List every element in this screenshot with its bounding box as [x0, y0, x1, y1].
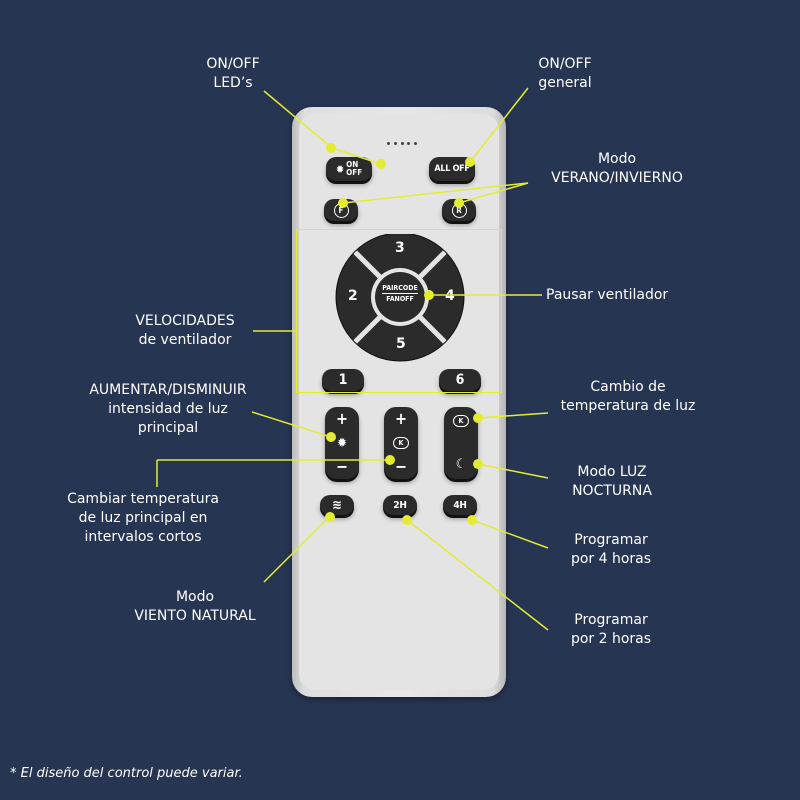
footnote: * El diseño del control puede variar.	[10, 766, 243, 781]
color-temp-icon: K	[393, 437, 409, 449]
status-led-dots	[387, 142, 417, 146]
callout-general-onoff: ON/OFF general	[538, 56, 592, 91]
callout-timer4: Programar por 4 horas	[570, 532, 652, 567]
cycle-f-icon: F	[333, 202, 349, 218]
speed-3-button[interactable]: 3	[395, 240, 405, 256]
light-mode-rocker[interactable]: K ☾	[444, 407, 478, 479]
brightness-minus: −	[335, 457, 349, 476]
callout-brightness: AUMENTAR/DISMINUIR intensidad de luz pri…	[89, 382, 247, 436]
callout-speeds: VELOCIDADES de ventilador	[135, 313, 235, 348]
wind-icon: ≋	[332, 497, 342, 513]
speed-5-button[interactable]: 5	[396, 336, 406, 352]
speed-6-button[interactable]: 6	[439, 369, 481, 391]
f-label: F	[338, 205, 344, 215]
k-label-1: K	[398, 439, 404, 447]
temp-minus: −	[394, 457, 408, 476]
callout-pause: Pausar ventilador	[546, 287, 669, 303]
timer-4h-label: 4H	[453, 499, 467, 511]
speeds-highlight-box	[296, 229, 502, 393]
speed-1-button[interactable]: 1	[322, 369, 364, 391]
center-fan-off-button[interactable]: PAIRCODE FANOFF	[377, 283, 423, 311]
color-temp-rocker[interactable]: + K −	[384, 407, 418, 479]
all-off-label: ALL OFF	[434, 164, 470, 174]
led-off-label: OFF	[346, 168, 363, 177]
brightness-rocker[interactable]: + ✹ −	[325, 407, 359, 479]
moon-icon: ☾	[455, 457, 467, 472]
speed-1-label: 1	[338, 372, 348, 388]
fanoff-label: FANOFF	[386, 295, 414, 303]
brightness-plus: +	[335, 409, 349, 428]
callout-wind: Modo VIENTO NATURAL	[134, 589, 256, 624]
natural-wind-button[interactable]: ≋	[320, 495, 354, 515]
timer-2h-button[interactable]: 2H	[383, 495, 417, 515]
callout-short-temp: Cambiar temperatura de luz principal en …	[67, 491, 219, 545]
callout-light-temp: Cambio de temperatura de luz	[560, 379, 696, 414]
remote-control	[292, 107, 506, 697]
callout-night: Modo LUZ NOCTURNA	[572, 464, 652, 499]
speed-6-label: 6	[455, 372, 465, 388]
timer-2h-label: 2H	[393, 499, 407, 511]
timer-4h-button[interactable]: 4H	[443, 495, 477, 515]
color-temp-icon: K	[453, 415, 469, 427]
sun-icon: ✹	[337, 435, 347, 451]
speed-4-button[interactable]: 4	[445, 288, 455, 304]
k-label-2: K	[458, 417, 464, 425]
all-off-button[interactable]: ALL OFF	[429, 157, 475, 181]
cycle-r-icon: R	[451, 202, 467, 218]
paircode-label: PAIRCODE	[382, 284, 418, 294]
sun-icon: ✹	[335, 162, 345, 176]
season-f-button[interactable]: F	[324, 199, 358, 221]
callout-led-onoff: ON/OFF LED’s	[206, 56, 260, 91]
speed-2-button[interactable]: 2	[348, 288, 358, 304]
callout-timer2: Programar por 2 horas	[570, 612, 652, 647]
r-label: R	[456, 205, 462, 215]
callout-season: Modo VERANO/INVIERNO	[551, 151, 683, 186]
season-r-button[interactable]: R	[442, 199, 476, 221]
dpad-shape	[335, 232, 465, 362]
speed-dpad	[332, 232, 468, 364]
led-onoff-button[interactable]: ✹ ON OFF	[326, 157, 372, 181]
temp-plus: +	[394, 409, 408, 428]
